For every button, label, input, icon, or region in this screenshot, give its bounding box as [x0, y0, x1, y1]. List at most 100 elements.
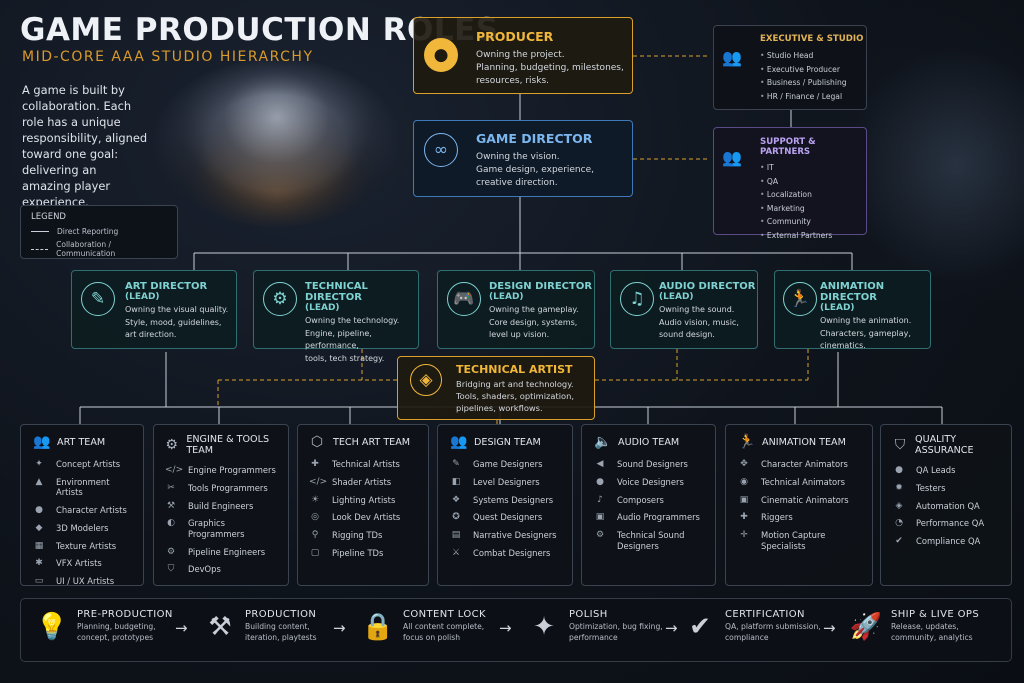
- engine-tools-team-box[interactable]: ⚙ENGINE & TOOLS TEAM </>Engine Programme…: [153, 424, 289, 586]
- director-title: TECHNICAL DIRECTOR: [305, 281, 368, 303]
- music-note-icon: ♪: [597, 494, 603, 505]
- producer-line1: Owning the project.: [476, 50, 565, 60]
- lightbulb-icon: 💡: [35, 612, 69, 642]
- castle-illustration: [152, 58, 402, 228]
- animation-team-box[interactable]: 🏃ANIMATION TEAM ✥Character Animators ◉Te…: [725, 424, 873, 586]
- team-title: DESIGN TEAM: [474, 436, 541, 448]
- speaker-icon: ◀: [596, 459, 604, 469]
- sword-icon: ⚔: [451, 547, 461, 558]
- art-director-box[interactable]: ✎ ART DIRECTOR (LEAD) Owning the visual …: [71, 270, 237, 349]
- sparkle-icon: ✱: [35, 558, 43, 569]
- design-director-box[interactable]: 🎮 DESIGN DIRECTOR (LEAD) Owning the game…: [437, 270, 595, 349]
- brush-icon: ✎: [81, 282, 115, 316]
- cube-icon: ⬡: [310, 434, 324, 450]
- group-icon: 👥: [722, 148, 742, 167]
- figure-icon: ✚: [311, 459, 319, 469]
- monitor-icon: ▭: [34, 576, 44, 587]
- director-title: ART DIRECTOR: [125, 281, 208, 292]
- team-title: ART TEAM: [57, 436, 106, 448]
- art-team-box[interactable]: 👥ART TEAM ✦Concept Artists ▲Environment …: [20, 424, 144, 586]
- game-director-box[interactable]: ∞ GAME DIRECTOR Owning the vision. Game …: [413, 120, 633, 197]
- producer-title: PRODUCER: [476, 29, 554, 44]
- quality-assurance-box[interactable]: ⛉QUALITY ASSURANCE ●QA Leads ✹Testers ◈A…: [880, 424, 1012, 586]
- pipeline-icon: ⚙: [166, 546, 176, 557]
- page-subtitle: MID-CORE AAA STUDIO HIERARCHY: [22, 49, 314, 65]
- support-list: IT QA Localization Marketing Community E…: [760, 161, 866, 243]
- technical-artist-box[interactable]: ◈ TECHNICAL ARTIST Bridging art and tech…: [397, 356, 595, 420]
- rocket-icon: 🚀: [849, 612, 883, 642]
- tools-icon: ⚒: [208, 612, 232, 642]
- lock-icon: 🔒: [361, 612, 395, 642]
- speaker-icon: 🔈: [594, 434, 612, 450]
- team-title: TECH ART TEAM: [333, 436, 411, 448]
- binoculars-icon: ∞: [424, 133, 458, 167]
- rig-icon: ⚲: [311, 530, 319, 541]
- audio-director-box[interactable]: ♫ AUDIO DIRECTOR (LEAD) Owning the sound…: [610, 270, 758, 349]
- arrow-right-icon: →: [333, 619, 346, 637]
- cube-icon: ◈: [410, 364, 442, 396]
- palette-icon: ✦: [35, 459, 43, 469]
- director-title: ANIMATION DIRECTOR: [820, 281, 885, 303]
- gauge-icon: ◔: [895, 518, 903, 529]
- systems-icon: ❖: [451, 494, 461, 505]
- layers-icon: ◧: [451, 476, 461, 487]
- director-title: AUDIO DIRECTOR: [659, 281, 756, 292]
- team-title: AUDIO TEAM: [618, 436, 680, 448]
- eye-icon: ◎: [311, 512, 319, 523]
- game-director-line2: Game design, experience,: [476, 165, 594, 175]
- lightbulb-icon: ☀: [310, 494, 320, 505]
- producer-box[interactable]: ● PRODUCER Owning the project. Planning,…: [413, 17, 633, 94]
- check-icon: ✔: [895, 536, 903, 547]
- arrow-right-icon: →: [665, 619, 678, 637]
- executive-box[interactable]: 👥 EXECUTIVE & STUDIO Studio Head Executi…: [713, 25, 867, 110]
- team-title: ANIMATION TEAM: [762, 436, 846, 448]
- build-icon: ⚒: [166, 500, 176, 511]
- executive-list: Studio Head Executive Producer Business …: [760, 49, 863, 103]
- mountain-icon: ▲: [35, 476, 43, 487]
- team-title: ENGINE & TOOLS TEAM: [186, 434, 270, 456]
- gamepad-icon: 🎮: [447, 282, 481, 316]
- group-icon: ●: [895, 465, 903, 475]
- microphone-icon: ●: [596, 476, 604, 487]
- texture-icon: ▦: [34, 540, 44, 551]
- bug-icon: ✹: [895, 482, 903, 493]
- legend-direct: Direct Reporting: [57, 227, 119, 236]
- rig-icon: ✚: [740, 512, 748, 523]
- team-title: QUALITY ASSURANCE: [915, 434, 974, 456]
- group-icon: 👥: [33, 434, 51, 450]
- person-icon: ●: [424, 38, 458, 72]
- legend-collab: Collaboration / Communication: [56, 240, 116, 258]
- audio-team-box[interactable]: 🔈AUDIO TEAM ◀Sound Designers ●Voice Desi…: [581, 424, 716, 586]
- technical-director-box[interactable]: ⚙ TECHNICAL DIRECTOR (LEAD) Owning the t…: [253, 270, 419, 363]
- mocap-icon: ✛: [740, 530, 748, 541]
- film-icon: ✥: [740, 459, 748, 469]
- shield-check-icon: ⛉: [894, 437, 906, 453]
- executive-title: EXECUTIVE & STUDIO: [760, 34, 864, 44]
- person-icon: ●: [35, 505, 43, 516]
- intro-text: A game is built by collaboration. Each r…: [22, 83, 148, 209]
- group-icon: 👥: [450, 434, 468, 450]
- design-team-box[interactable]: 👥DESIGN TEAM ✎Game Designers ◧Level Desi…: [437, 424, 573, 586]
- book-icon: ▤: [451, 530, 461, 541]
- director-title: DESIGN DIRECTOR: [489, 281, 593, 292]
- arrow-right-icon: →: [823, 619, 836, 637]
- producer-line2: Planning, budgeting, milestones,: [476, 63, 624, 73]
- pipeline-icon: ▢: [310, 547, 320, 558]
- waveform-icon: ♫: [620, 282, 654, 316]
- technical-artist-title: TECHNICAL ARTIST: [456, 363, 573, 376]
- legend: LEGEND Direct Reporting Collaboration / …: [20, 205, 178, 259]
- graphics-icon: ◐: [167, 518, 175, 529]
- tech-art-team-box[interactable]: ⬡TECH ART TEAM ✚Technical Artists </>Sha…: [297, 424, 429, 586]
- code-icon: </>: [165, 465, 184, 475]
- gear-icon: ⚙: [263, 282, 297, 316]
- animation-director-box[interactable]: 🏃 ANIMATION DIRECTOR (LEAD) Owning the a…: [774, 270, 931, 350]
- support-box[interactable]: 👥 SUPPORT & PARTNERS IT QA Localization …: [713, 127, 867, 240]
- dashed-line-icon: [31, 248, 49, 250]
